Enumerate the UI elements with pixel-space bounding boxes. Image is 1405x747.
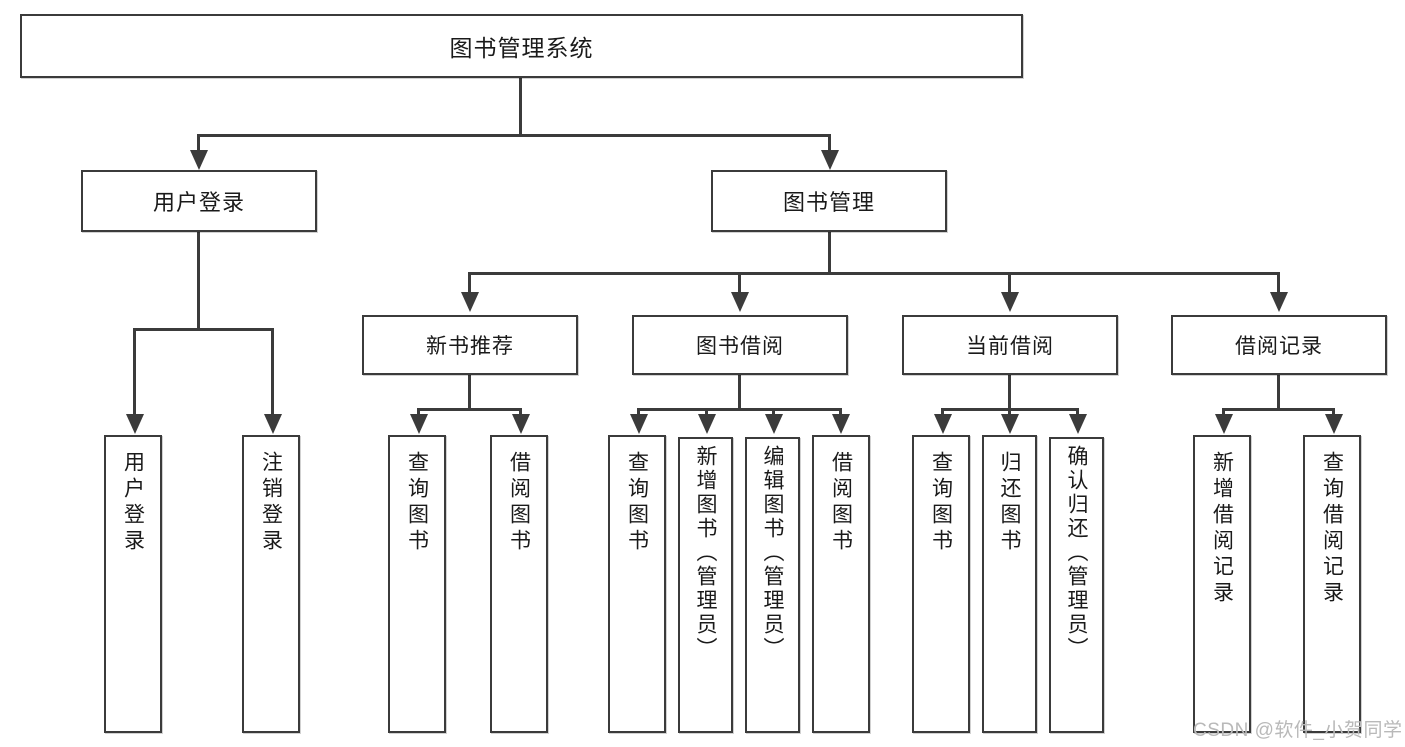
node-label: 用户登录 [152, 190, 245, 215]
connector-to-new-book [468, 272, 471, 294]
arrow-current-borrow-leaf-3 [1069, 414, 1087, 434]
node-label: 注销登录 [259, 451, 283, 555]
connector-new-book-bus [417, 408, 522, 411]
connector-root-bus [197, 134, 831, 137]
node-book-management[interactable]: 图书管理 [711, 170, 947, 232]
arrow-root-to-book-manage [821, 150, 839, 170]
arrow-to-current-borrow [1001, 292, 1019, 312]
connector-borrow-record-bus [1222, 408, 1335, 411]
node-label: 新增借阅记录 [1210, 451, 1234, 607]
node-label: 图书管理 [782, 190, 875, 215]
connector-book-borrow-leaf-4 [839, 408, 842, 416]
node-label: 新增图书（管理员） [694, 445, 717, 661]
node-new-book-recommend[interactable]: 新书推荐 [362, 315, 578, 375]
arrow-book-borrow-leaf-2 [698, 414, 716, 434]
node-label: 查询图书 [929, 451, 953, 555]
leaf-user-login[interactable]: 用户登录 [104, 435, 162, 733]
arrow-root-to-user-login [190, 150, 208, 170]
arrow-to-new-book [461, 292, 479, 312]
leaf-confirm-return-admin[interactable]: 确认归还（管理员） [1049, 437, 1104, 733]
leaf-add-book-admin[interactable]: 新增图书（管理员） [678, 437, 733, 733]
node-label: 当前借阅 [966, 335, 1054, 358]
node-book-borrow[interactable]: 图书借阅 [632, 315, 848, 375]
connector-book-borrow-leaf-1 [637, 408, 640, 416]
arrow-new-book-leaf-2 [512, 414, 530, 434]
arrow-to-borrow-record [1270, 292, 1288, 312]
arrow-user-login-leaf-2 [264, 414, 282, 434]
leaf-return-book[interactable]: 归还图书 [982, 435, 1037, 733]
node-label: 借阅记录 [1235, 335, 1323, 358]
arrow-book-borrow-leaf-3 [765, 414, 783, 434]
connector-book-borrow-leaf-3 [772, 408, 775, 416]
connector-user-login-leaf-2 [271, 328, 274, 416]
leaf-borrow-book[interactable]: 借阅图书 [812, 435, 870, 733]
connector-root-to-user-login [197, 134, 200, 152]
connector-borrow-record-stem [1277, 375, 1280, 410]
connector-book-borrow-bus [637, 408, 842, 411]
connector-current-borrow-leaf-2 [1008, 408, 1011, 416]
leaf-query-borrow-record[interactable]: 查询借阅记录 [1303, 435, 1361, 733]
connector-current-borrow-leaf-1 [941, 408, 944, 416]
node-label: 图书管理系统 [449, 35, 594, 61]
connector-new-book-leaf-2 [519, 408, 522, 416]
leaf-add-borrow-record[interactable]: 新增借阅记录 [1193, 435, 1251, 733]
node-label: 查询借阅记录 [1320, 451, 1344, 607]
arrow-borrow-record-leaf-1 [1215, 414, 1233, 434]
connector-to-current-borrow [1008, 272, 1011, 294]
leaf-edit-book-admin[interactable]: 编辑图书（管理员） [745, 437, 800, 733]
node-current-borrow[interactable]: 当前借阅 [902, 315, 1118, 375]
connector-book-borrow-stem [738, 375, 741, 410]
node-label: 确认归还（管理员） [1065, 445, 1088, 661]
connector-root-to-book-manage [828, 134, 831, 152]
node-label: 借阅图书 [507, 451, 531, 555]
arrow-current-borrow-leaf-2 [1001, 414, 1019, 434]
node-label: 图书借阅 [696, 335, 784, 358]
arrow-to-book-borrow [731, 292, 749, 312]
connector-user-login-leaf-1 [133, 328, 136, 416]
leaf-borrow-book-recommend[interactable]: 借阅图书 [490, 435, 548, 733]
connector-root-stem [519, 78, 522, 136]
connector-new-book-leaf-1 [417, 408, 420, 416]
arrow-user-login-leaf-1 [126, 414, 144, 434]
node-label: 查询图书 [405, 451, 429, 555]
connector-new-book-stem [468, 375, 471, 410]
leaf-logout[interactable]: 注销登录 [242, 435, 300, 733]
connector-user-login-bus [133, 328, 274, 331]
node-root-book-management-system[interactable]: 图书管理系统 [20, 14, 1023, 78]
connector-book-manage-bus [468, 272, 1279, 275]
connector-borrow-record-leaf-2 [1332, 408, 1335, 416]
leaf-query-book-recommend[interactable]: 查询图书 [388, 435, 446, 733]
node-label: 新书推荐 [426, 335, 514, 358]
connector-to-book-borrow [738, 272, 741, 294]
node-borrow-record[interactable]: 借阅记录 [1171, 315, 1387, 375]
node-label: 查询图书 [625, 451, 649, 555]
arrow-book-borrow-leaf-4 [832, 414, 850, 434]
arrow-current-borrow-leaf-1 [934, 414, 952, 434]
connector-user-login-stem [197, 232, 200, 330]
arrow-book-borrow-leaf-1 [630, 414, 648, 434]
node-label: 归还图书 [998, 451, 1021, 555]
arrow-borrow-record-leaf-2 [1325, 414, 1343, 434]
connector-current-borrow-leaf-3 [1076, 408, 1079, 416]
node-label: 编辑图书（管理员） [761, 445, 784, 661]
connector-book-manage-stem [828, 232, 831, 274]
connector-book-borrow-leaf-2 [705, 408, 708, 416]
connector-current-borrow-stem [1008, 375, 1011, 410]
leaf-query-book-borrow[interactable]: 查询图书 [608, 435, 666, 733]
watermark-csdn: CSDN @软件_小贺同学 [1193, 720, 1403, 741]
leaf-query-book-current[interactable]: 查询图书 [912, 435, 970, 733]
node-label: 用户登录 [121, 451, 145, 555]
connector-borrow-record-leaf-1 [1222, 408, 1225, 416]
node-label: 借阅图书 [829, 451, 853, 555]
connector-to-borrow-record [1277, 272, 1280, 294]
node-user-login[interactable]: 用户登录 [81, 170, 317, 232]
arrow-new-book-leaf-1 [410, 414, 428, 434]
